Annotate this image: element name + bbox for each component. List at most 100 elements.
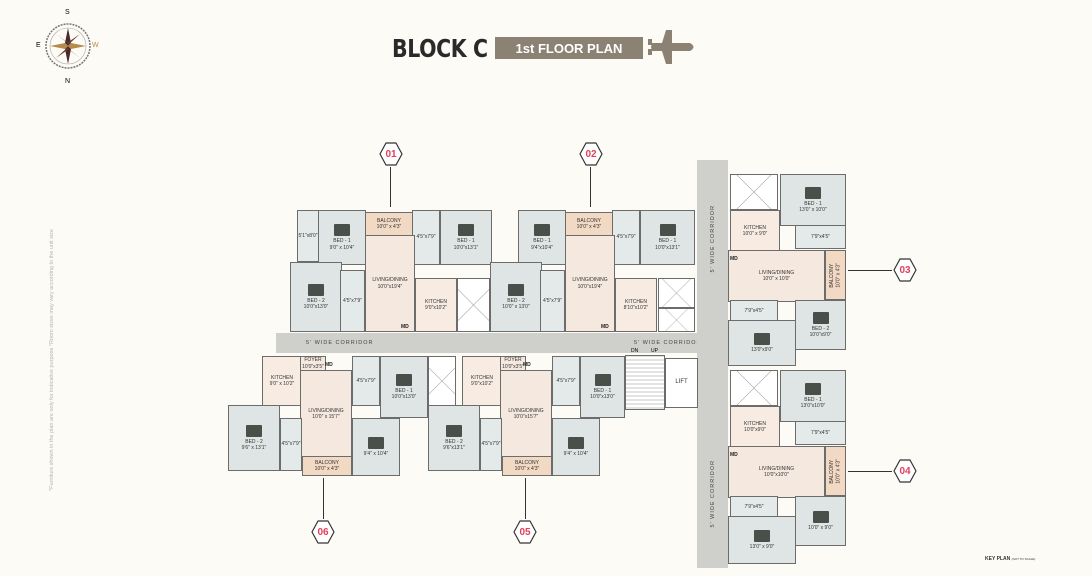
room-size: 10'0" x 9'0" [808, 524, 833, 531]
corridor-label: 5' WIDE CORRIDOR [710, 205, 716, 273]
unit-marker: 05 [512, 519, 538, 545]
bed-icon [334, 224, 350, 237]
room-name: BED - 1 [658, 238, 677, 245]
room-name: KITCHEN [744, 420, 766, 427]
unit-number: 03 [899, 264, 911, 276]
room-size: 8'10"x10'2" [623, 305, 649, 311]
room-toilet: 4'5"x7'9" [552, 356, 580, 406]
room-size: 13'0"x9'0" [751, 346, 773, 353]
room-size: 5'1"x8'0" [298, 232, 318, 239]
room-size: 9'0"x10'2" [425, 305, 447, 311]
room-toilet: 4'5"x7'9" [280, 418, 302, 471]
bed-icon [754, 529, 770, 542]
bed-icon [534, 224, 550, 237]
room-toilet: 7'9"x4'5" [730, 300, 778, 322]
room-name: BED - 1 [804, 200, 822, 207]
room-name: LIVING/DINING [508, 407, 544, 414]
room-name: KITCHEN [425, 298, 447, 305]
unit-number: 06 [317, 526, 329, 538]
corridor-label: 5' WIDE CORRIDOR [634, 340, 702, 346]
room-name: BALCONY [315, 459, 339, 466]
shaft [428, 356, 456, 406]
room-name: FOYER [304, 357, 322, 364]
room-size: 9'0" x 10'4" [329, 244, 355, 251]
unit-number: 05 [519, 526, 531, 538]
main-door-label: MD [325, 362, 333, 368]
room-size: 4'5"x7'9" [416, 234, 436, 241]
main-door-label: MD [523, 362, 531, 368]
room-size: 10'0"x13'1" [453, 244, 479, 251]
room-size: 10'0" x 9'0" [742, 231, 768, 237]
bed-icon [368, 436, 384, 449]
room-name: LIVING/DINING [372, 277, 408, 284]
unit-arrow [590, 167, 591, 207]
compass-rose: S N E W [36, 8, 100, 91]
room-name: KITCHEN [625, 298, 647, 305]
key-plan-label: KEY PLAN [985, 556, 1011, 562]
room-size: 7'9"x4'5" [744, 307, 764, 314]
room-toilet: 4'5"x7'9" [340, 270, 365, 332]
room-name: BALCONY [515, 459, 539, 466]
room-size: 4'5"x7'9" [356, 377, 376, 384]
room: 13'0" x 9'0" [728, 516, 796, 564]
shaft [730, 370, 778, 406]
room-size: 10'0"x19'4" [577, 283, 603, 290]
bed-icon [812, 311, 829, 324]
room-size: 4'5"x7'9" [342, 297, 363, 304]
bed-icon [568, 436, 584, 449]
compass-e: E [36, 42, 41, 49]
room-name: LIVING/DINING [572, 277, 608, 284]
corridor-label: 5' WIDE CORRIDOR [710, 460, 716, 528]
floor-plan-label: 1st FLOOR PLAN [495, 37, 643, 59]
room-toilet: 7'9"x4'5" [795, 421, 846, 445]
room-size: 10'0"x13'0" [303, 304, 329, 310]
corridor-label: 5' WIDE CORRIDOR [306, 340, 374, 346]
room-size: 10'0" x 4'3" [514, 466, 540, 472]
room-name: KITCHEN [744, 224, 766, 231]
unit-arrow [848, 471, 892, 472]
bed-icon [458, 224, 474, 237]
room-size: 7'9"x4'5" [810, 233, 831, 240]
unit-arrow [525, 478, 526, 519]
room-size: 10'0" x 4'3" [576, 224, 602, 230]
room-size: 10'0"x13'1" [655, 244, 680, 251]
room-name: LIVING/DINING [308, 407, 344, 414]
room-size: 10'0" x 13'0" [502, 304, 530, 310]
room-name: BALCONY [377, 217, 401, 224]
room-name: BED - 2 [307, 297, 325, 304]
room-name: BED - 2 [507, 297, 525, 304]
bed-icon [754, 332, 770, 345]
room-name: BED - 1 [593, 387, 612, 394]
room-name: KITCHEN [271, 374, 293, 381]
room-toilet: 7'9"x4'5" [795, 225, 846, 249]
lift-label: LIFT [675, 379, 688, 386]
room-size: 10'0" x 10'0" [762, 276, 791, 282]
room-size: 10'0" x 4'3" [835, 262, 842, 288]
room: 9'4" x 10'4" [552, 418, 600, 476]
room-size: 10'0"x9'0" [744, 427, 766, 433]
unit-marker: 03 [892, 257, 918, 283]
staircase [625, 355, 665, 410]
room-size: 9'6" x 13'1" [241, 445, 267, 451]
room-size: 10'0"x10'0" [764, 472, 789, 478]
room-size: 13'0" x 9'0" [749, 543, 775, 550]
room-size: 9'4" x 10'4" [363, 450, 389, 457]
room-size: 13'0" x 10'0" [799, 207, 827, 213]
room-name: BALCONY [577, 217, 601, 224]
unit-marker: 02 [578, 141, 604, 167]
unit-arrow [390, 167, 391, 207]
room-name: BED - 2 [245, 438, 263, 445]
unit-arrow [323, 478, 324, 519]
